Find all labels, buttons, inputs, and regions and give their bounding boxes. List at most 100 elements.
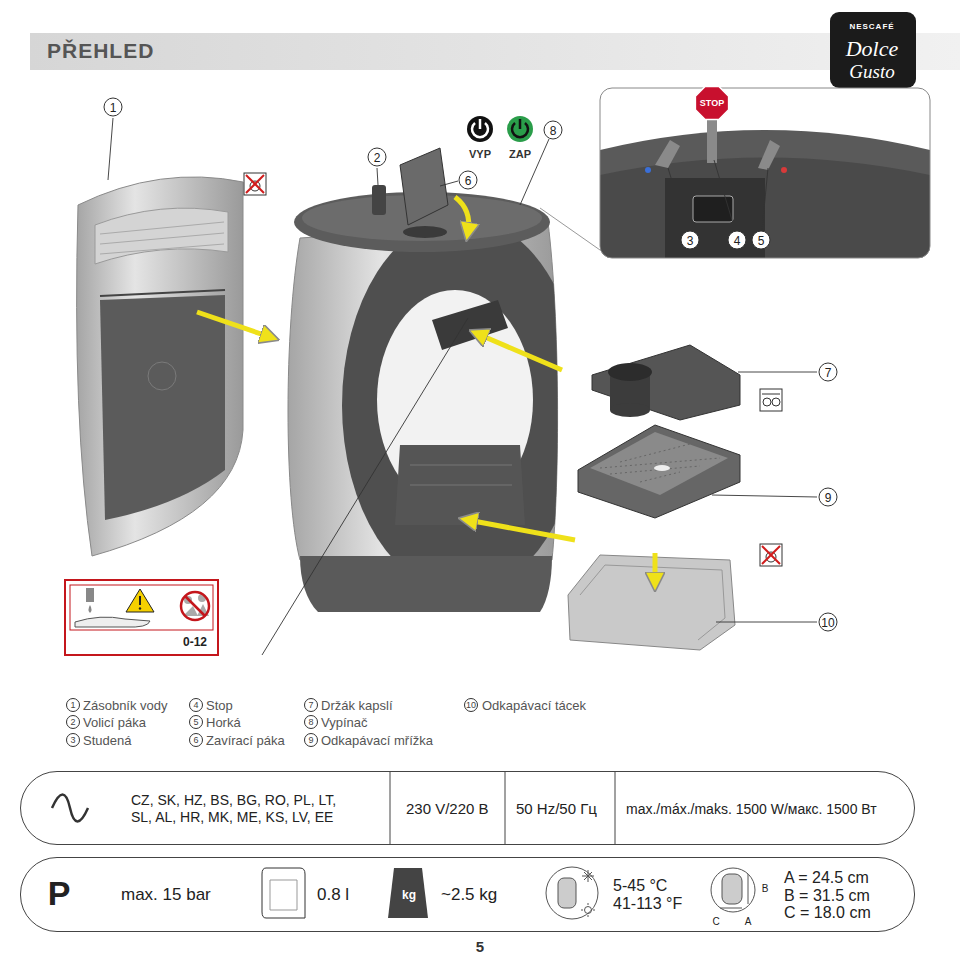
callout-number: 5 [752,231,771,250]
leader-lines [714,160,735,230]
switch-label: VYP [469,149,491,160]
no-dishwasher-icon [762,546,780,564]
power-buttons [467,116,533,142]
power-buttons [479,119,482,129]
leader-lines [762,168,768,230]
dimension-letter: A [745,916,752,928]
part-name: Vypínač [321,716,368,729]
part-name: Zavírací páka [206,734,285,747]
water-tank [100,244,224,254]
drip-grid [590,432,728,495]
yellow-arrows [653,553,658,582]
water-tank [77,177,243,556]
yellow-arrows [455,197,469,232]
power-buttons [519,119,522,129]
weight: ~2.5 kg [441,885,497,905]
yellow-arrows [468,520,575,540]
title-bar [30,33,960,70]
stop-sign-text: STOP [700,99,724,108]
part-name: Odkapávací tácek [482,699,586,712]
dimension-letter: B [762,883,769,895]
close-up-view [540,86,930,258]
water-tank [77,177,243,556]
part-name: Držák kapslí [321,699,393,712]
coffee-machine [372,185,386,215]
no-dishwasher-icon [246,175,264,193]
close-up-view [600,158,930,259]
legend-number: 5 [189,715,203,729]
no-dishwasher-icon [766,552,776,562]
drip-grid [578,425,740,518]
close-up-view [655,140,680,168]
weight-icon-text: kg [402,889,416,903]
callout-number: 1 [104,98,123,117]
coffee-machine [410,465,512,466]
water-tank [95,208,228,264]
coffee-machine [403,226,447,238]
dishwasher-safe-icon [772,398,780,406]
spec-icons [711,868,755,912]
legend-number: 4 [189,698,203,712]
capsule-holder [610,403,650,417]
leader-lines [712,495,817,497]
safety-warning [75,617,150,627]
close-up-view [693,196,733,222]
leader-lines [262,318,468,655]
spec-icons [748,874,749,904]
coffee-machine [342,217,582,593]
water-tank [100,290,225,296]
dishwasher-safe-icon [760,389,782,411]
yellow-arrows [197,197,655,582]
brand-logo-text: NESCAFÉ [849,23,894,31]
brand-logo-text: Gusto [849,62,894,81]
legend-number: 6 [189,733,203,747]
dishwasher-safe-icon [763,398,771,406]
safety-warning [70,585,213,630]
spec-icons [615,772,616,844]
drip-grid [578,425,740,518]
spec-icons [390,772,391,844]
spec-icons [581,903,595,917]
no-dishwasher-icon [244,173,782,566]
close-up-view [600,130,930,258]
drip-grid [600,444,720,482]
spec-icons [720,908,742,909]
capsule-holder [608,363,652,381]
brand-logo [830,12,916,88]
safety-warning [65,580,218,655]
coffee-machine [400,148,448,225]
spec-icons [52,795,88,822]
close-up-view [665,178,765,258]
spec-band: Pmax. 15 bar0.8 lkg~2.5 kg5-45 °C 41-113… [20,857,915,932]
safety-warning [86,588,94,602]
spec-band: CZ, SK, HZ, BS, BG, RO, PL, LT, SL, AL, … [20,771,915,845]
no-dishwasher-icon [760,544,782,566]
leader-lines [668,168,687,230]
spec-icons [582,870,594,882]
callout-number: 7 [819,363,838,382]
no-dishwasher-icon [250,181,260,191]
leader-lines [440,181,458,186]
legend-number: 7 [304,698,318,712]
dishwasher-safe-icon [762,394,780,395]
safety-warning [181,592,209,620]
callout-number: 8 [544,121,563,140]
legend-number: 1 [66,698,80,712]
callout-number: 3 [681,231,700,250]
spec-icons [558,878,576,908]
dishwasher-safe-icon [760,389,782,411]
spec-icons [546,867,598,919]
no-dishwasher-icon [762,546,780,564]
pressure-symbol: P [48,874,71,913]
close-up-view [540,208,600,250]
temperature-range: 5-45 °C 41-113 °F [613,877,693,914]
tank-capacity: 0.8 l [317,885,349,905]
dimension-letter: C [712,916,719,928]
coffee-machine [410,485,512,486]
water-tank [100,233,224,244]
title-bar [30,33,960,70]
close-up-view [781,167,787,173]
part-name: Horká [206,716,241,729]
power-buttons [507,116,533,142]
leader-lines [377,168,378,185]
